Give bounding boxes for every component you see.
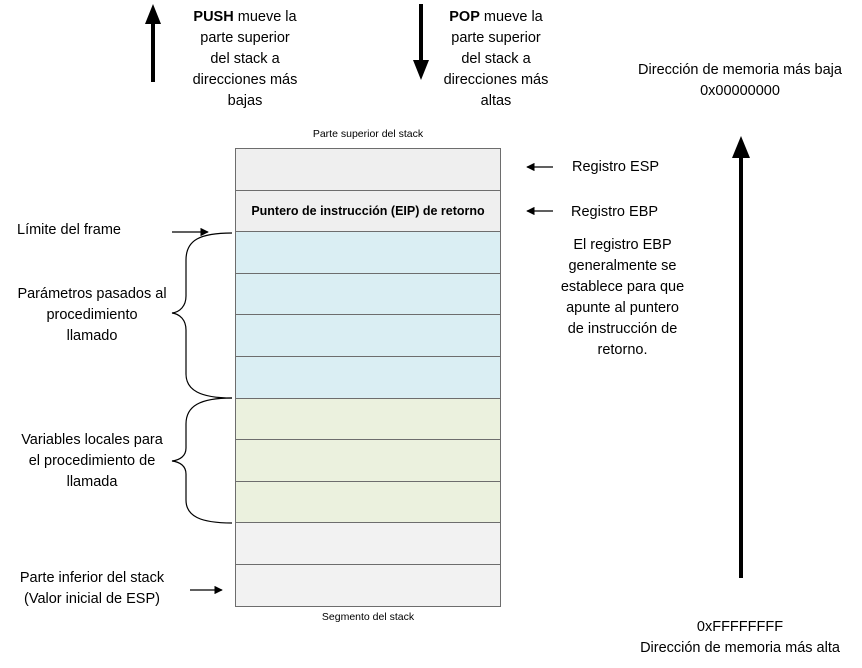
push-keyword: PUSH (193, 9, 234, 25)
locals-label: Variables locales para el procedimiento … (2, 430, 182, 493)
pop-rest: mueve la (483, 9, 543, 25)
ebp-label: Registro EBP (571, 204, 659, 220)
push-arrow-icon (145, 4, 161, 82)
stack-bottom-caption: Segmento del stack (321, 611, 415, 623)
ebp-note-line: apunte al puntero (566, 300, 679, 316)
pop-line: direcciones más (443, 72, 549, 88)
locals-line: Variables locales para (21, 432, 163, 448)
frame-limit-label: Límite del frame (17, 222, 121, 238)
stack-cell-param (235, 315, 501, 357)
push-note: PUSH mueve la parte superior del stack a… (170, 7, 320, 112)
params-line: Parámetros pasados al (17, 286, 167, 302)
stack-cell-label: Puntero de instrucción (EIP) de retorno (251, 203, 485, 218)
pop-arrow-icon (413, 4, 429, 80)
stack-cell (235, 148, 501, 191)
stack-cell-bottom (235, 564, 501, 607)
stack-bottom-line: (Valor inicial de ESP) (24, 591, 160, 607)
stack-cell-param (235, 356, 501, 399)
push-line: del stack a (210, 51, 280, 67)
locals-line: llamada (66, 474, 118, 490)
params-line: llamado (66, 328, 118, 344)
stack-bottom-line: Parte inferior del stack (19, 570, 165, 586)
params-brace-icon (171, 232, 233, 399)
stack-cell-local (235, 398, 501, 441)
locals-brace-icon (171, 397, 233, 524)
params-label: Parámetros pasados al procedimiento llam… (2, 284, 182, 347)
stack-bottom-label: Parte inferior del stack (Valor inicial … (2, 568, 182, 610)
push-line: parte superior (200, 30, 290, 46)
push-line: bajas (227, 93, 263, 109)
stack-cell-return-eip: Puntero de instrucción (EIP) de retorno (235, 190, 501, 233)
esp-label: Registro ESP (572, 159, 660, 175)
stack-cell-param (235, 232, 501, 274)
locals-line: el procedimiento de (28, 453, 156, 469)
memory-low-label: Dirección de memoria más baja 0x00000000 (614, 60, 862, 102)
ebp-note-line: El registro EBP (573, 237, 672, 253)
pop-line: altas (480, 93, 512, 109)
push-rest: mueve la (237, 9, 297, 25)
memory-high-address: 0xFFFFFFFF (696, 619, 784, 635)
stack-cell-param (235, 273, 501, 316)
stack-segment: Puntero de instrucción (EIP) de retorno (235, 148, 501, 607)
ebp-note-line: generalmente se (568, 258, 677, 274)
memory-low-text: Dirección de memoria más baja (638, 62, 842, 78)
ebp-note-line: establece para que (560, 279, 685, 295)
pop-note: POP mueve la parte superior del stack a … (421, 7, 571, 112)
memory-high-label: 0xFFFFFFFF Dirección de memoria más alta (614, 617, 862, 659)
pop-line: del stack a (461, 51, 531, 67)
stack-cell (235, 523, 501, 565)
memory-direction-arrow-icon (732, 136, 750, 578)
params-line: procedimiento (46, 307, 138, 323)
pop-line: parte superior (451, 30, 541, 46)
ebp-note-line: retorno. (597, 342, 648, 358)
pop-keyword: POP (449, 9, 480, 25)
stack-cell-local (235, 481, 501, 524)
stack-cell-local (235, 440, 501, 482)
ebp-note: El registro EBP generalmente se establec… (540, 235, 705, 361)
stack-top-caption: Parte superior del stack (312, 128, 424, 140)
memory-low-address: 0x00000000 (700, 83, 780, 99)
push-line: direcciones más (192, 72, 298, 88)
ebp-note-line: de instrucción de (567, 321, 678, 337)
memory-high-text: Dirección de memoria más alta (640, 640, 840, 656)
